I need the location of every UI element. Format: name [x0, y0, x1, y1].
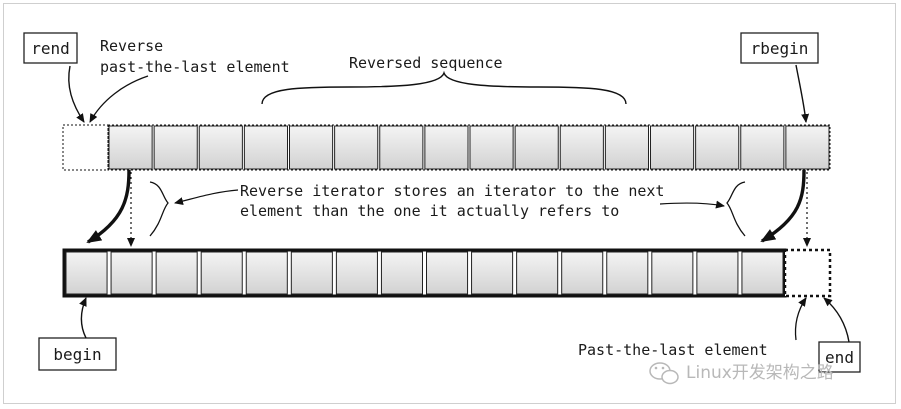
reversed-cell: [469, 125, 514, 170]
reversed-cell: [514, 125, 559, 170]
wechat-icon: [649, 362, 679, 385]
forward-cell: [110, 251, 153, 295]
rbegin-label-box: rbegin: [740, 32, 819, 64]
begin-arrow: [79, 297, 87, 339]
watermark: Linux开发架构之路: [649, 362, 834, 385]
begin-label-box: begin: [38, 337, 117, 371]
reversed-cell: [604, 125, 649, 170]
forward-cell: [245, 251, 288, 295]
forward-cell: [200, 251, 243, 295]
forward-cell: [290, 251, 333, 295]
reversed-cell: [559, 125, 604, 170]
end-label: end: [825, 348, 854, 367]
reversed-cell: [108, 125, 153, 170]
rend-to-begin-bold-arrow: [86, 169, 131, 244]
end-label-box: end: [818, 341, 861, 373]
reversed-cell: [334, 125, 379, 170]
forward-cell: [696, 251, 739, 295]
reversed-cell: [379, 125, 424, 170]
forward-sequence-row: [62, 248, 832, 298]
reversed-cell: [695, 125, 740, 170]
forward-cell: [335, 251, 378, 295]
reversed-cell: [153, 125, 198, 170]
forward-cell: [516, 251, 559, 295]
reversed-cell: [740, 125, 785, 170]
note-arrow-right: [659, 200, 725, 209]
watermark-text: Linux开发架构之路: [686, 363, 834, 383]
reversed-sequence-brace: [261, 70, 627, 105]
forward-cell: [741, 251, 784, 295]
diagram-frame: [3, 3, 896, 404]
forward-cell: [651, 251, 694, 295]
forward-cell: [426, 251, 469, 295]
forward-cell: [471, 251, 514, 295]
rbegin-arrow: [795, 64, 810, 123]
rend-arrow: [68, 65, 85, 123]
forward-cell: [380, 251, 423, 295]
reversed-sequence-label: Reversed sequence: [349, 54, 503, 72]
note-line2: element than the one it actually refers …: [240, 202, 619, 220]
begin-label: begin: [53, 345, 101, 364]
reversed-sequence-row: [62, 124, 831, 171]
reversed-cell: [243, 125, 288, 170]
reverse-label-line2: past-the-last element: [100, 58, 290, 76]
past-the-last-arrow: [794, 297, 807, 341]
past-the-last-label: Past-the-last element: [578, 341, 768, 359]
end-placeholder-cell: [783, 248, 832, 298]
forward-cell: [155, 251, 198, 295]
reversed-row-outline: [107, 124, 831, 171]
note-arrow-left: [174, 189, 239, 206]
rend-label: rend: [31, 39, 70, 58]
right-note-brace: [726, 181, 746, 237]
reverse-label-line1: Reverse: [100, 37, 163, 55]
rend-label-box: rend: [23, 32, 78, 64]
reversed-cell: [785, 125, 830, 170]
reversed-cell: [198, 125, 243, 170]
reversed-cell: [650, 125, 695, 170]
forward-cell: [561, 251, 604, 295]
end-arrow: [823, 297, 850, 343]
note-line1: Reverse iterator stores an iterator to t…: [240, 182, 664, 200]
rend-placeholder-cell: [62, 124, 109, 171]
forward-cell: [606, 251, 649, 295]
left-note-brace: [149, 181, 169, 237]
rbegin-to-last-bold-arrow: [760, 169, 806, 243]
rbegin-label: rbegin: [751, 39, 809, 58]
reverse-past-the-last-arrow: [89, 75, 149, 123]
reversed-cell: [424, 125, 469, 170]
forward-cell: [65, 251, 108, 295]
reversed-cell: [289, 125, 334, 170]
